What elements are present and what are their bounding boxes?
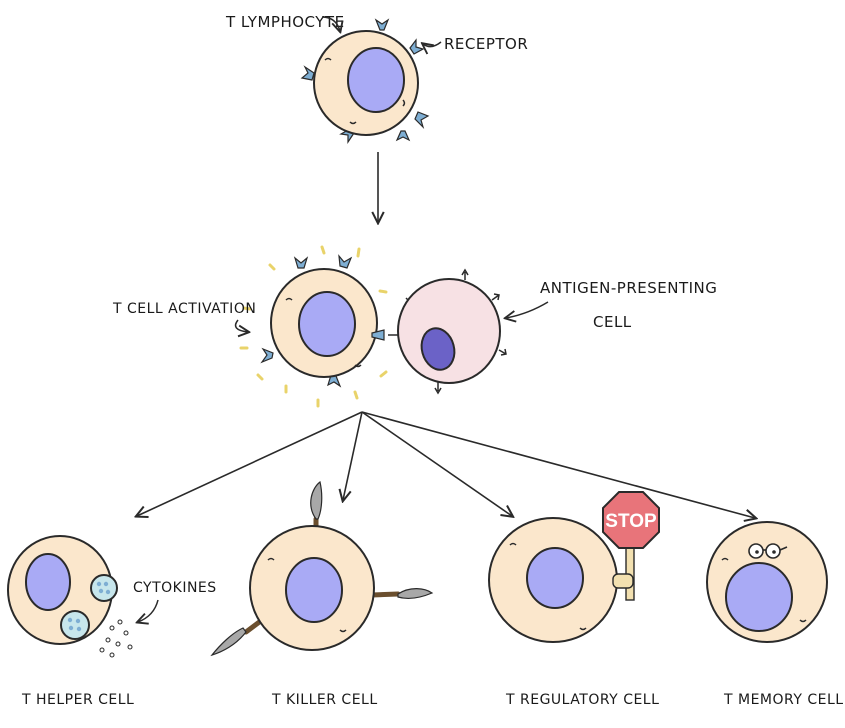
glasses-icon <box>748 543 788 559</box>
t-helper-label: T HELPER CELL <box>21 692 134 708</box>
apc-pointer <box>506 301 549 318</box>
receptor-icon <box>409 38 425 55</box>
t-killer-cell <box>210 480 434 657</box>
t-helper-cell <box>7 535 133 658</box>
cytokine-vesicle <box>60 610 90 640</box>
receptor-label: RECEPTOR <box>444 35 528 53</box>
differentiation-arrows <box>137 411 755 518</box>
t-memory-label: T MEMORY CELL <box>723 692 844 708</box>
knife-icon <box>210 617 265 657</box>
stop-sign-text: STOP <box>605 511 657 532</box>
receptor-pointer <box>423 41 442 47</box>
cytokine-vesicle <box>90 574 118 602</box>
receptor-icon <box>300 65 315 81</box>
t-lymphocyte-pointer <box>321 16 340 31</box>
receptor-icons <box>300 18 430 144</box>
knife-icon <box>369 588 434 599</box>
cytokine-particles <box>99 619 133 658</box>
stop-sign-icon: STOP <box>602 491 660 549</box>
hand-icon <box>612 573 634 589</box>
receptor-icon <box>414 111 430 130</box>
t-lymphocyte-label: T LYMPHOCYTE <box>225 13 345 31</box>
activation-pointer <box>234 319 248 332</box>
t-regulatory-label: T REGULATORY CELL <box>505 692 659 708</box>
t-memory-cell <box>706 521 828 643</box>
receptor-icon <box>395 130 411 142</box>
t-lymphocyte-cell <box>300 18 430 144</box>
cytokines-label: CYTOKINES <box>133 580 217 596</box>
sparkles <box>239 245 388 408</box>
t-regulatory-cell: STOP <box>488 491 660 643</box>
cytokines-pointer <box>138 599 159 622</box>
receptor-icon <box>374 18 390 31</box>
antigen-icons <box>405 268 507 395</box>
t-cell-activation-label: T CELL ACTIVATION <box>112 301 256 317</box>
antigen-presenting-label-line2: CELL <box>593 313 632 331</box>
antigen-presenting-label-line1: ANTIGEN-PRESENTING <box>540 279 717 297</box>
antigen-presenting-cell <box>388 268 507 395</box>
activated-t-cell <box>260 254 385 388</box>
t-killer-label: T KILLER CELL <box>271 692 378 708</box>
